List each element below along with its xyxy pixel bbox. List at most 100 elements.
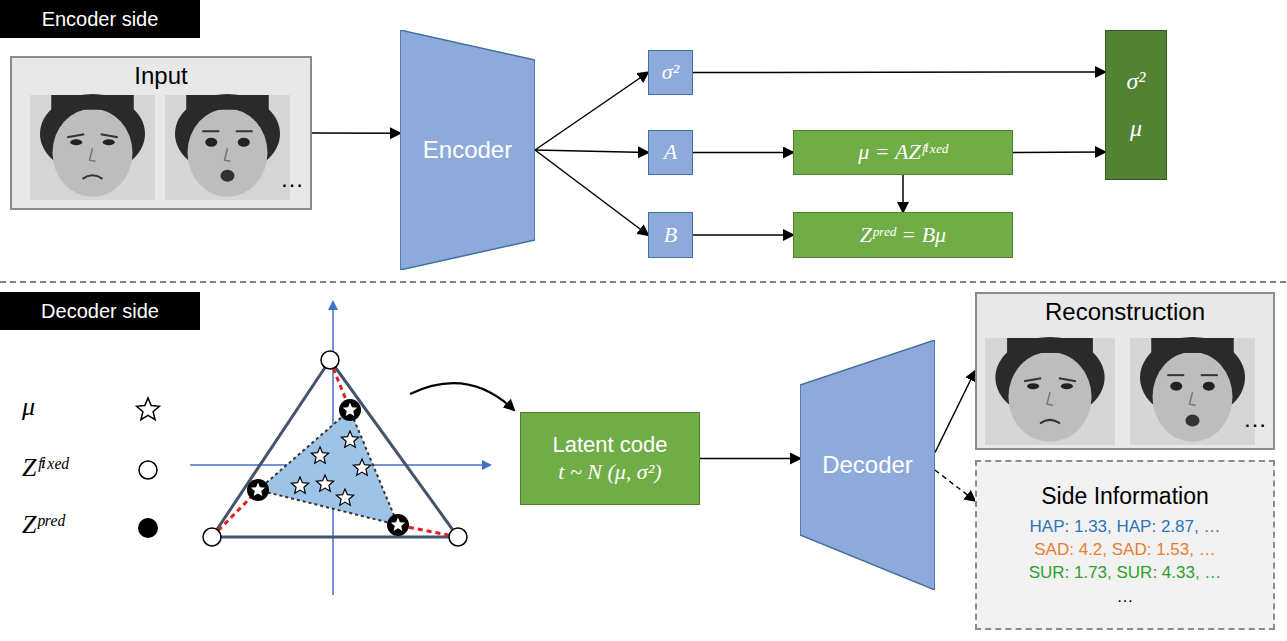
node-text: SAD: 4.2, SAD: 1.53, …	[1034, 540, 1215, 560]
text-stack: Decoder	[822, 451, 913, 480]
eye	[70, 139, 82, 145]
brow	[1201, 374, 1218, 376]
node-label: Encoder	[423, 136, 512, 165]
text-stack: Zᵖʳᵉᵈ = Bμ	[860, 222, 946, 248]
mouth	[221, 170, 235, 182]
node-label: Reconstruction	[1045, 298, 1205, 327]
eye	[1027, 383, 1039, 389]
connector-arrow	[902, 175, 904, 212]
eye	[205, 138, 217, 147]
latent-star	[353, 459, 370, 475]
connector-arrow	[312, 132, 400, 134]
fixed-point	[449, 528, 467, 546]
node-label: μ = AZᶠⁱˣᵉᵈ	[858, 139, 948, 165]
connector-arrow	[935, 470, 975, 501]
pred-point	[247, 479, 269, 501]
pred-point	[339, 399, 361, 421]
encoder-block: Encoder	[400, 30, 535, 270]
node-text: …	[1117, 587, 1134, 607]
eye	[238, 138, 250, 147]
output-head: σ²	[648, 50, 693, 95]
nose	[1190, 392, 1196, 405]
latent-star	[341, 401, 358, 417]
text-stack: Encoder	[423, 136, 512, 165]
output-head: B	[648, 212, 693, 258]
connector-arrow	[935, 371, 975, 453]
text-stack: Reconstruction	[1045, 298, 1205, 327]
node-label: σ²	[1126, 67, 1145, 96]
connector-arrow	[535, 150, 648, 235]
node-label: Side Information	[1041, 483, 1208, 511]
face-photo	[30, 94, 155, 200]
latent-stars	[249, 401, 406, 532]
section-tag: Decoder side	[0, 292, 200, 330]
node-label: Decoder side	[41, 299, 159, 323]
node-label: Encoder side	[42, 7, 159, 31]
eye	[1061, 383, 1073, 389]
input-panel: Input …	[10, 56, 312, 210]
simplex-triangle	[212, 360, 458, 537]
formula-box: μ = AZᶠⁱˣᵉᵈ	[793, 130, 1013, 175]
eye	[1170, 382, 1182, 391]
nose	[90, 148, 96, 161]
text-stack: σ² μ	[1126, 67, 1145, 143]
legend-symbol	[139, 461, 157, 479]
connector-arrow	[535, 150, 648, 153]
node-label: Decoder	[822, 451, 913, 480]
face-skin	[1153, 352, 1233, 442]
trapezoid-shape	[400, 30, 535, 270]
face-skin	[53, 109, 133, 197]
node-text: …	[1243, 405, 1267, 434]
nose	[225, 148, 231, 161]
node-text: SUR: 1.73, SUR: 4.33, …	[1029, 563, 1222, 583]
node-label: Latent code	[553, 432, 668, 458]
reconstruction-panel: Reconstruction …	[975, 292, 1275, 450]
fringe	[1007, 338, 1093, 353]
fringe	[1151, 338, 1234, 353]
connector-arrow	[693, 234, 793, 236]
fringe	[186, 95, 269, 110]
latent-box: Latent codet ~ N (μ, σ²)	[520, 412, 700, 505]
fixed-point	[321, 351, 339, 369]
node-text: μ	[1130, 114, 1142, 143]
node-text: …	[280, 165, 304, 194]
nose	[1047, 392, 1053, 405]
side-info-panel: Side InformationHAP: 1.33, HAP: 2.87, … S…	[975, 460, 1275, 630]
face-skin	[1008, 352, 1091, 442]
node-text: HAP: 1.33, HAP: 2.87, …	[1030, 517, 1221, 537]
connector-arrow	[693, 71, 1105, 73]
output-head: A	[648, 130, 693, 175]
mouth	[1040, 420, 1060, 424]
node-label: Input	[134, 62, 187, 91]
mouth	[1186, 414, 1200, 426]
face-photo	[165, 94, 290, 200]
brow	[101, 134, 118, 137]
connector-arrow	[535, 73, 648, 151]
latent-star	[336, 489, 353, 505]
face-photos	[30, 94, 1255, 445]
legend-text: Zᶠⁱˣᵉᵈ	[22, 452, 68, 483]
text-stack: Decoder side	[41, 299, 159, 323]
formula-box: Zᵖʳᵉᵈ = Bμ	[793, 212, 1013, 258]
latent-star	[311, 447, 328, 463]
mouth	[83, 175, 103, 179]
text-stack: Latent codet ~ N (μ, σ²)	[553, 432, 668, 485]
fringe	[51, 95, 134, 110]
brow	[1167, 374, 1184, 376]
brow	[202, 130, 219, 132]
node-label: Zᵖʳᵉᵈ = Bμ	[860, 222, 946, 248]
text-stack: A	[664, 139, 677, 165]
face-photo	[1130, 337, 1255, 445]
brow	[67, 134, 84, 137]
brow	[1059, 378, 1076, 381]
input-panel-ground	[10, 56, 312, 210]
text-stack: σ²	[662, 59, 679, 85]
text-stack: Encoder side	[42, 7, 159, 31]
text-stack: Side InformationHAP: 1.33, HAP: 2.87, … S…	[1029, 483, 1222, 607]
connector-arrow	[700, 458, 800, 460]
decoder-block: Decoder	[800, 340, 935, 590]
text-stack: B	[664, 222, 677, 248]
latent-star	[291, 477, 308, 493]
eye	[103, 139, 115, 145]
